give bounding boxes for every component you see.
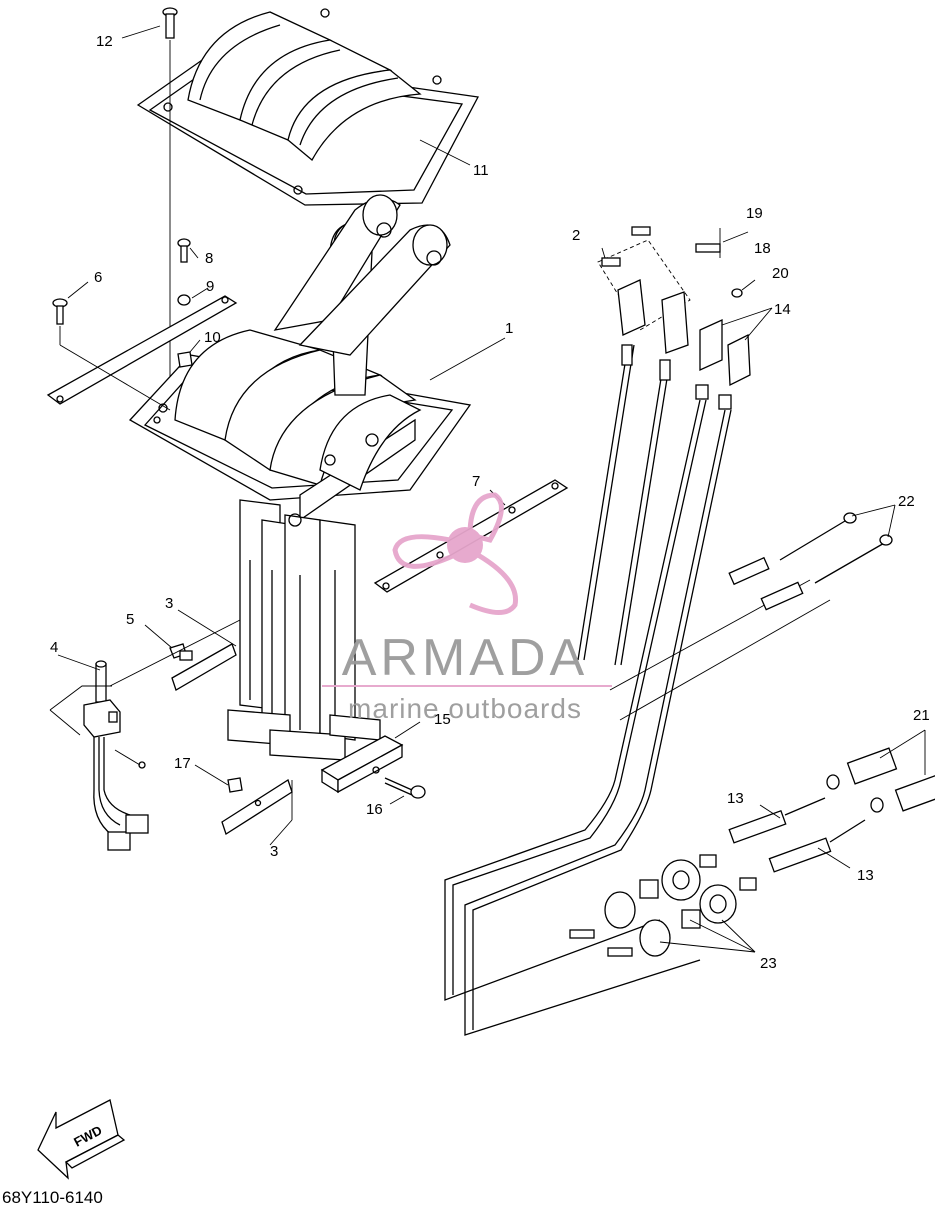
- switch-part-4: [49, 619, 241, 851]
- callout-19: 19: [746, 205, 763, 222]
- callout-23: 23: [760, 955, 777, 972]
- callout-18: 18: [754, 240, 771, 257]
- callout-2: 2: [572, 227, 580, 244]
- callout-21: 21: [913, 707, 930, 724]
- lower-bracket-parts-lower: [194, 764, 293, 846]
- callout-16: 16: [366, 801, 383, 818]
- callout-22: 22: [898, 493, 915, 510]
- callout-14: 14: [774, 301, 791, 318]
- watermark-brand: ARMADA: [342, 629, 588, 687]
- cable-end-parts: [597, 226, 773, 387]
- upper-bracket-parts: [46, 238, 238, 411]
- callout-4: 4: [50, 639, 58, 656]
- top-cover-part-11: [136, 8, 480, 206]
- screw-part-12: [121, 7, 178, 415]
- watermark-propeller-blade: [467, 492, 504, 543]
- callout-17: 17: [174, 755, 191, 772]
- lower-bracket-parts-upper: [144, 609, 237, 691]
- callout-15: 15: [434, 711, 451, 728]
- watermark-logo: ARMADA marine outboards: [322, 492, 612, 724]
- callout-13-lower: 13: [857, 867, 874, 884]
- callout-1: 1: [505, 320, 513, 337]
- callout-8: 8: [205, 250, 213, 267]
- callout-11: 11: [473, 162, 489, 179]
- fwd-arrow: FWD: [37, 1099, 126, 1180]
- callout-3-upper: 3: [165, 595, 173, 612]
- fittings-parts: [569, 729, 935, 957]
- control-housing-part-1: [128, 194, 506, 761]
- diagram-code: 68Y110-6140: [2, 1188, 103, 1206]
- watermark-tagline: marine outboards: [348, 693, 582, 724]
- callout-9: 9: [206, 278, 214, 295]
- callout-6: 6: [94, 269, 102, 286]
- callout-3-lower: 3: [270, 843, 278, 860]
- callout-5: 5: [126, 611, 134, 628]
- callout-7: 7: [472, 473, 480, 490]
- callout-20: 20: [772, 265, 789, 282]
- callout-10: 10: [204, 329, 221, 346]
- callout-labels: 1 2 3 3 4 5 6 7 8 9 10 11 12 13 13 14 15…: [50, 33, 930, 972]
- callout-13-upper: 13: [727, 790, 744, 807]
- block-part-15: [320, 721, 426, 805]
- callout-12: 12: [96, 33, 113, 50]
- control-cables: [444, 344, 831, 1036]
- cable-joint-part-22: [728, 504, 896, 611]
